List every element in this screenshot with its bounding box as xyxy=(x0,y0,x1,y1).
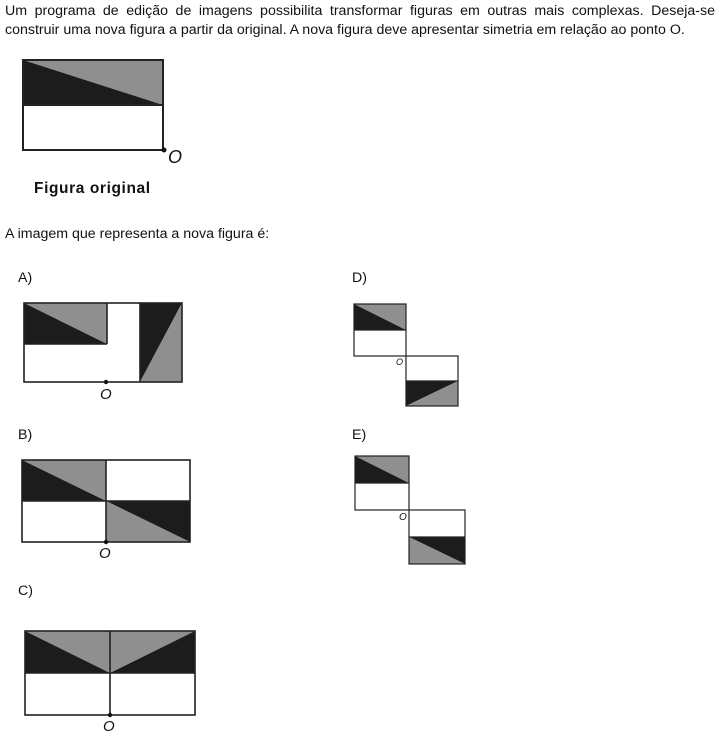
option-a-figure[interactable]: O xyxy=(20,299,190,404)
intro-text: Um programa de edição de imagens possibi… xyxy=(5,3,715,38)
original-figure: O xyxy=(22,59,182,167)
option-b-o-label: O xyxy=(99,545,111,562)
option-c-label[interactable]: C) xyxy=(18,583,33,599)
question-text: A imagem que representa a nova figura é: xyxy=(5,226,270,242)
option-d-label[interactable]: D) xyxy=(352,270,367,286)
option-c-o-label: O xyxy=(103,718,115,735)
option-b-figure[interactable]: O xyxy=(18,457,198,562)
point-o-dot xyxy=(161,147,167,153)
original-dark-triangle xyxy=(23,60,163,105)
option-d-o-label: O xyxy=(396,357,403,367)
option-c-figure[interactable]: O xyxy=(22,628,202,735)
option-a-label[interactable]: A) xyxy=(18,270,33,286)
option-b-label[interactable]: B) xyxy=(18,427,33,443)
point-o-label: O xyxy=(168,147,182,167)
option-e-o-label: O xyxy=(399,512,407,523)
original-caption: Figura original xyxy=(34,180,151,197)
option-e-label[interactable]: E) xyxy=(352,427,367,443)
option-e-figure[interactable]: O xyxy=(353,454,469,566)
option-a-o-label: O xyxy=(100,386,112,403)
option-d-figure[interactable]: O xyxy=(352,302,462,408)
